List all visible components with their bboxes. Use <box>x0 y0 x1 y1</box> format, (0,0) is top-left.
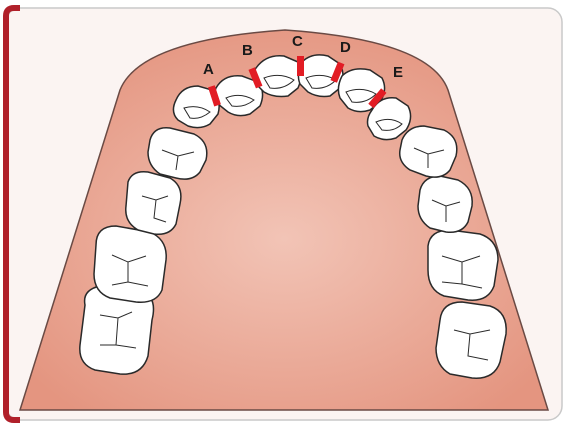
label-a: A <box>203 61 214 78</box>
tooth-right-premolar <box>400 126 457 177</box>
label-e: E <box>393 64 403 81</box>
tooth-right-molar-1 <box>418 176 472 232</box>
label-b: B <box>242 42 253 59</box>
label-d: D <box>340 39 351 56</box>
tooth-left-premolar <box>148 128 207 179</box>
tooth-left-molar-1 <box>126 172 181 235</box>
tooth-right-molar-2 <box>428 230 498 300</box>
tooth-left-molar-2 <box>94 226 166 302</box>
label-c: C <box>292 33 303 50</box>
tooth-right-molar-3 <box>436 302 506 378</box>
marker-c <box>297 56 304 76</box>
